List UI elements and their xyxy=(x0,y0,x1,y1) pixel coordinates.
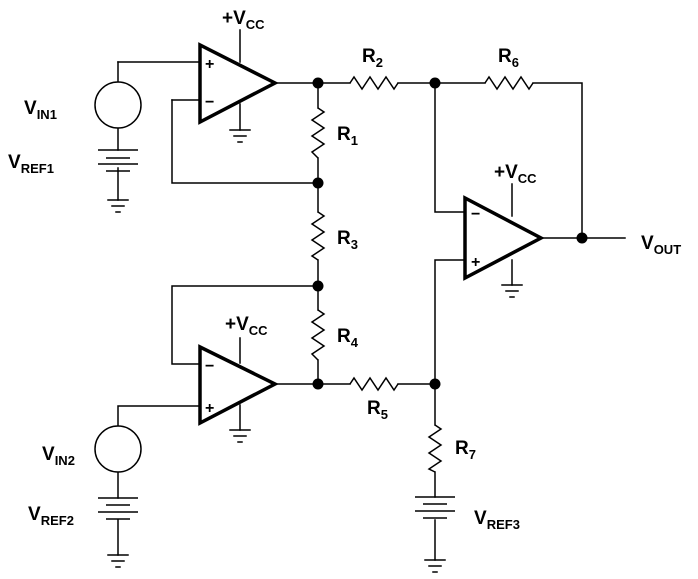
label-r3: R3 xyxy=(337,228,358,252)
resistor-r6 xyxy=(484,75,534,91)
voltage-source-vin2 xyxy=(94,425,142,473)
label-vout: VOUT xyxy=(641,233,681,257)
noninverting-input-sign: + xyxy=(471,254,480,271)
vcc-label-u3: +VCC xyxy=(494,162,537,186)
op-amp-u3: − + xyxy=(463,195,545,281)
op-amp-u1: + − xyxy=(198,42,279,125)
label-vref3: VREF3 xyxy=(474,508,520,532)
label-vref2: VREF2 xyxy=(28,504,74,528)
resistor-r2 xyxy=(349,75,399,91)
inverting-input-sign: − xyxy=(471,206,480,223)
noninverting-input-sign: + xyxy=(205,56,214,73)
ground-icon xyxy=(229,429,251,443)
op-amp-u2: − + xyxy=(198,344,279,426)
label-r6: R6 xyxy=(498,46,519,70)
resistors xyxy=(310,75,534,473)
resistor-r7 xyxy=(427,424,443,473)
label-vref1: VREF1 xyxy=(8,152,54,176)
junction-dot xyxy=(312,177,324,189)
ground-symbols xyxy=(107,129,523,573)
junction-dot xyxy=(312,280,324,292)
ground-icon xyxy=(107,199,129,213)
label-vin1: VIN1 xyxy=(24,98,57,122)
label-r4: R4 xyxy=(337,326,359,350)
label-r5: R5 xyxy=(367,398,388,422)
resistor-r4 xyxy=(310,309,326,361)
inverting-input-sign: − xyxy=(205,94,214,111)
label-r1: R1 xyxy=(337,124,358,148)
label-r2: R2 xyxy=(362,46,383,70)
labels: +VCC +VCC +VCC R2 R6 R1 R3 R4 R5 R7 VIN1… xyxy=(8,8,681,532)
junction-dot xyxy=(576,232,588,244)
junction-dot xyxy=(429,77,441,89)
junction-nodes xyxy=(312,77,588,390)
ground-icon xyxy=(229,129,251,143)
label-r7: R7 xyxy=(455,438,476,462)
junction-dot xyxy=(312,77,324,89)
wires xyxy=(117,29,626,561)
ground-icon xyxy=(107,554,129,568)
battery-vref2 xyxy=(98,497,138,520)
label-vin2: VIN2 xyxy=(42,444,75,468)
battery-vref1 xyxy=(98,149,138,172)
inverting-input-sign: − xyxy=(205,358,214,375)
noninverting-input-sign: + xyxy=(205,400,214,417)
junction-dot xyxy=(429,378,441,390)
voltage-source-vin1 xyxy=(94,81,142,129)
junction-dot xyxy=(312,378,324,390)
battery-vref3 xyxy=(415,496,455,519)
vcc-label-u1: +VCC xyxy=(222,8,265,32)
resistor-r5 xyxy=(349,376,399,392)
resistor-r3 xyxy=(310,211,326,261)
ground-icon xyxy=(424,559,446,573)
ground-icon xyxy=(501,284,523,298)
vcc-label-u2: +VCC xyxy=(225,314,268,338)
resistor-r1 xyxy=(310,107,326,159)
